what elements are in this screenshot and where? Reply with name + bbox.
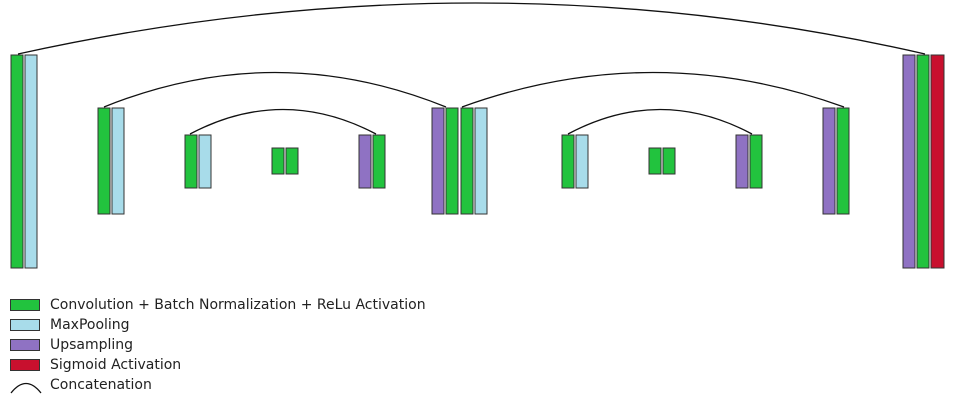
concatenation-arc-icon <box>10 382 42 394</box>
legend-label: Upsampling <box>50 337 134 353</box>
conv-block <box>97 107 111 215</box>
sigmoid-block <box>930 54 945 269</box>
layer-blocks <box>10 54 945 269</box>
conv-block <box>836 107 850 215</box>
conv-block <box>648 147 662 175</box>
conv-block <box>271 147 285 175</box>
upsampling-block <box>822 107 836 215</box>
conv-block <box>184 134 198 189</box>
upsampling-block <box>431 107 445 215</box>
legend-swatch-sigmoid <box>10 359 40 371</box>
maxpool-block <box>24 54 38 269</box>
unet-architecture-diagram <box>10 2 945 269</box>
maxpool-block <box>198 134 212 189</box>
conv-block <box>460 107 474 215</box>
legend-swatch-maxpooling <box>10 319 40 331</box>
concatenation-arcs <box>17 2 926 135</box>
conv-block <box>372 134 386 189</box>
conv-block <box>916 54 930 269</box>
concatenation-arc <box>567 108 753 135</box>
legend-label: Concatenation <box>50 377 152 393</box>
upsampling-block <box>735 134 749 189</box>
legend-swatch-conv <box>10 299 40 311</box>
legend-label: Sigmoid Activation <box>50 357 182 373</box>
maxpool-block <box>575 134 589 189</box>
concatenation-arc <box>189 108 377 135</box>
maxpool-block <box>474 107 488 215</box>
concatenation-arc <box>103 71 447 108</box>
legend-swatch-upsampling <box>10 339 40 351</box>
conv-block <box>662 147 676 175</box>
concatenation-arc <box>17 2 926 55</box>
conv-block <box>561 134 575 189</box>
legend-label: Convolution + Batch Normalization + ReLu… <box>50 297 426 313</box>
conv-block <box>10 54 24 269</box>
conv-block <box>749 134 763 189</box>
legend-label: MaxPooling <box>50 317 130 333</box>
maxpool-block <box>111 107 125 215</box>
concatenation-arc <box>461 71 845 108</box>
conv-block <box>445 107 459 215</box>
upsampling-block <box>902 54 916 269</box>
conv-block <box>285 147 299 175</box>
upsampling-block <box>358 134 372 189</box>
